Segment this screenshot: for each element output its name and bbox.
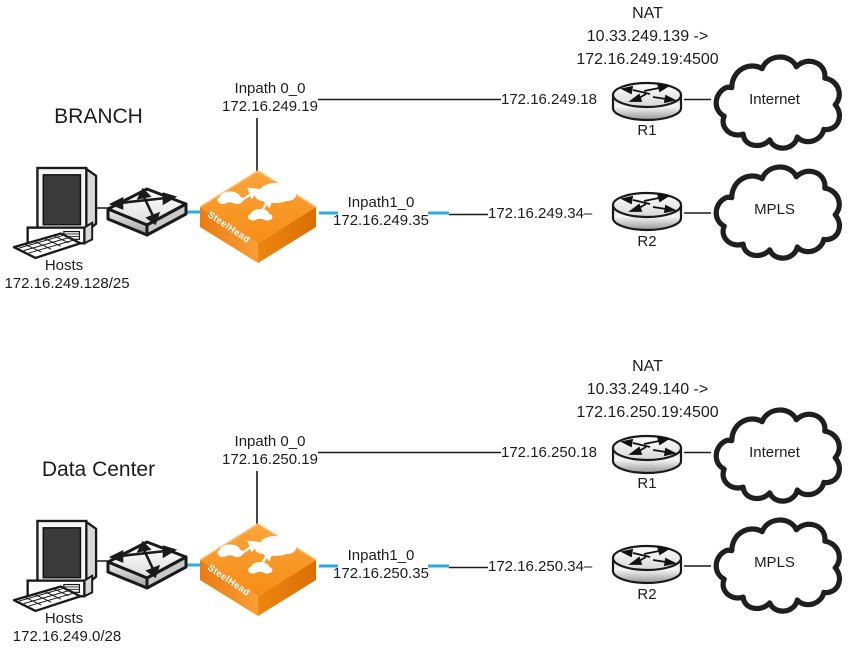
inpath0-label-block: Inpath 0_0 172.16.250.19 bbox=[195, 433, 345, 469]
inpath1-ip: 172.16.250.35 bbox=[333, 565, 429, 582]
site-title: BRANCH bbox=[54, 105, 143, 128]
host-computer-icon bbox=[12, 519, 98, 613]
host-computer-icon bbox=[12, 166, 98, 260]
wan1-ip-label: 172.16.249.34– bbox=[488, 205, 593, 222]
nat-line3: 172.16.249.19:4500 bbox=[576, 51, 719, 68]
router-r1-label: R1 bbox=[637, 122, 657, 139]
inpath1-label-block: Inpath1_0 172.16.249.35 bbox=[320, 194, 442, 230]
router-r2-label: R2 bbox=[637, 233, 657, 250]
hosts-label: Hosts bbox=[44, 257, 84, 274]
steelhead-appliance-icon: SteelHead bbox=[198, 522, 318, 618]
switch-icon bbox=[106, 187, 188, 237]
inpath0-ip: 172.16.250.19 bbox=[222, 451, 318, 468]
wan0-ip-label: 172.16.250.18 bbox=[501, 444, 597, 461]
router-r2-icon bbox=[611, 191, 683, 232]
nat-line1: NAT bbox=[632, 5, 663, 22]
inpath0-label-block: Inpath 0_0 172.16.249.19 bbox=[195, 80, 345, 116]
nat-line1: NAT bbox=[632, 358, 663, 375]
nat-label: NAT 10.33.249.140 -> 172.16.250.19:4500 bbox=[545, 355, 750, 424]
router-r2-label: R2 bbox=[637, 586, 657, 603]
inpath1-label: Inpath1_0 bbox=[347, 547, 415, 564]
mpls-cloud-label: MPLS bbox=[754, 201, 795, 218]
inpath1-label: Inpath1_0 bbox=[347, 194, 415, 211]
router-r2-icon bbox=[611, 544, 683, 585]
inpath0-label: Inpath 0_0 bbox=[234, 433, 306, 450]
router-r1-icon bbox=[611, 434, 683, 475]
site-title: Data Center bbox=[41, 458, 156, 481]
internet-cloud-label: Internet bbox=[749, 444, 800, 461]
router-r1-icon bbox=[611, 81, 683, 122]
inpath1-ip: 172.16.249.35 bbox=[333, 212, 429, 229]
nat-line2: 10.33.249.140 -> bbox=[586, 381, 709, 398]
wan0-ip-label: 172.16.249.18 bbox=[501, 91, 597, 108]
mpls-cloud-label: MPLS bbox=[754, 554, 795, 571]
steelhead-appliance-icon: SteelHead bbox=[198, 169, 318, 265]
switch-icon bbox=[106, 540, 188, 590]
inpath0-label: Inpath 0_0 bbox=[234, 80, 306, 97]
router-r1-label: R1 bbox=[637, 475, 657, 492]
hosts-label: Hosts bbox=[44, 610, 84, 627]
hosts-subnet-label: 172.16.249.0/28 bbox=[12, 628, 122, 645]
inpath1-label-block: Inpath1_0 172.16.250.35 bbox=[320, 547, 442, 583]
nat-line2: 10.33.249.139 -> bbox=[586, 28, 709, 45]
internet-cloud-label: Internet bbox=[749, 91, 800, 108]
wan1-ip-label: 172.16.250.34– bbox=[488, 558, 593, 575]
inpath0-ip: 172.16.249.19 bbox=[222, 98, 318, 115]
nat-line3: 172.16.250.19:4500 bbox=[576, 404, 719, 421]
datacenter-section: SteelHead Data Center NAT 10.33.249.140 … bbox=[0, 353, 849, 649]
hosts-subnet-label: 172.16.249.128/25 bbox=[4, 275, 130, 292]
branch-section: SteelHead BRANCH NAT 10.33.249.139 -> 17… bbox=[0, 0, 849, 296]
nat-label: NAT 10.33.249.139 -> 172.16.249.19:4500 bbox=[545, 2, 750, 71]
